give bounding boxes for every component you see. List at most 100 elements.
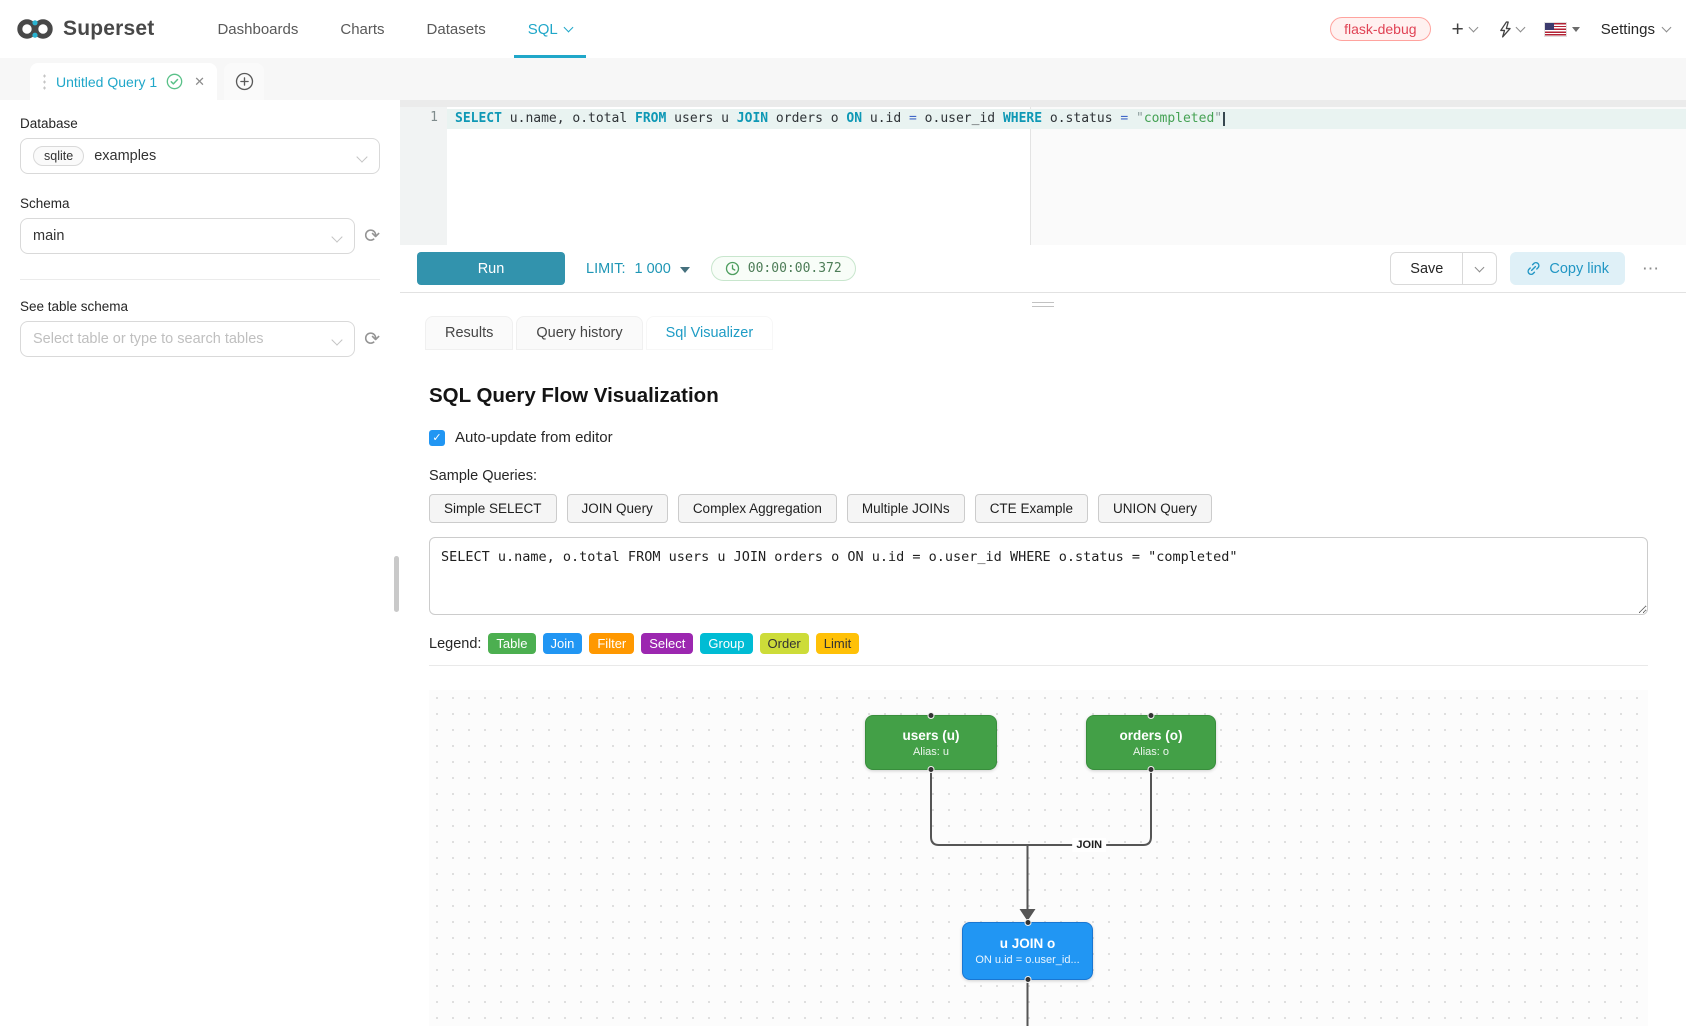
nav-item-datasets[interactable]: Datasets — [427, 0, 486, 58]
sql-token: completed — [1143, 111, 1215, 126]
auto-update-checkbox[interactable]: ✓ — [429, 429, 445, 446]
nav-item-label: SQL — [527, 20, 558, 38]
node-handle-top[interactable] — [1147, 712, 1155, 719]
schema-label: Schema — [20, 196, 70, 211]
sql-editor[interactable]: 1 SELECT u.name, o.total FROM users u JO… — [400, 107, 1686, 245]
sample-query-button[interactable]: Multiple JOINs — [846, 494, 965, 523]
plus-circle-icon — [235, 72, 253, 91]
sample-query-button[interactable]: Complex Aggregation — [677, 494, 837, 523]
sql-token: o.user_id — [916, 111, 1003, 126]
limit-value: 1 000 — [634, 260, 671, 277]
chevron-down-icon — [1468, 22, 1479, 33]
limit-dropdown[interactable]: LIMIT: 1 000 — [586, 261, 690, 277]
settings-menu[interactable]: Settings — [1601, 21, 1672, 38]
new-item-menu[interactable]: + — [1451, 17, 1479, 41]
sample-query-button[interactable]: CTE Example — [974, 494, 1088, 523]
node-handle-bottom[interactable] — [927, 766, 935, 773]
table-select[interactable]: Select table or type to search tables — [20, 321, 356, 357]
sql-token: ON — [846, 111, 863, 126]
superset-logo[interactable]: Superset — [16, 17, 154, 41]
us-flag-icon — [1544, 22, 1566, 36]
chevron-down-icon — [1474, 262, 1485, 272]
refresh-tables-icon[interactable]: ⟳ — [364, 327, 380, 350]
database-select[interactable]: sqlite examples — [20, 138, 380, 174]
sql-line: SELECT u.name, o.total FROM users u JOIN… — [447, 109, 1686, 129]
tab-sql-visualizer[interactable]: Sql Visualizer — [645, 316, 774, 350]
save-button[interactable]: Save — [1390, 252, 1464, 285]
copy-link-button[interactable]: Copy link — [1510, 252, 1625, 285]
save-split-button: Save — [1390, 252, 1498, 285]
editor-code-area[interactable]: SELECT u.name, o.total FROM users u JOIN… — [447, 107, 1686, 245]
plus-icon: + — [1451, 17, 1464, 41]
node-handle-bottom[interactable] — [1147, 766, 1155, 773]
line-number: 1 — [430, 110, 438, 125]
caret-down-icon — [1571, 26, 1580, 32]
database-select-value: examples — [94, 148, 157, 164]
check-circle-icon — [166, 73, 183, 90]
flow-node-subtitle: ON u.id = o.user_id... — [975, 954, 1080, 966]
pane-resize-handle[interactable] — [1032, 299, 1054, 310]
timer-value: 00:00:00.372 — [747, 261, 842, 276]
flow-node-title: users (u) — [902, 727, 960, 743]
run-button[interactable]: Run — [417, 252, 565, 285]
sample-query-button[interactable]: JOIN Query — [566, 494, 668, 523]
nav-item-label: Charts — [340, 20, 385, 38]
editor-resize-bar[interactable] — [400, 100, 1686, 107]
refresh-schemas-icon[interactable]: ⟳ — [364, 224, 380, 247]
sql-token: SELECT — [455, 111, 502, 126]
nav-item-dashboards[interactable]: Dashboards — [217, 0, 298, 58]
flow-node-users[interactable]: users (u)Alias: u — [865, 712, 997, 773]
sql-token: users u — [666, 111, 737, 126]
text-cursor — [1223, 112, 1226, 126]
sample-query-button[interactable]: UNION Query — [1097, 494, 1212, 523]
nav-item-label: Dashboards — [217, 20, 299, 38]
table-schema-label: See table schema — [20, 299, 129, 314]
panel-divider — [429, 665, 1648, 666]
link-icon — [1527, 262, 1540, 275]
save-options-button[interactable] — [1463, 252, 1498, 285]
flow-node-orders[interactable]: orders (o)Alias: o — [1086, 712, 1216, 773]
query-tab-untitled[interactable]: Untitled Query 1 ✕ — [30, 63, 218, 100]
legend-badge-group: Group — [700, 633, 753, 654]
legend-badge-order: Order — [759, 633, 809, 654]
sql-token: " — [1136, 111, 1144, 126]
superset-infinity-icon — [17, 19, 53, 39]
sql-token: o.status — [1042, 111, 1121, 126]
add-query-tab-button[interactable] — [224, 63, 265, 100]
tab-query-history[interactable]: Query history — [516, 316, 643, 350]
chevron-down-icon — [1515, 22, 1526, 33]
close-icon[interactable]: ✕ — [194, 73, 206, 89]
nav-item-sql[interactable]: SQL — [513, 0, 586, 58]
flow-canvas[interactable]: JOIN users (u)Alias: u orders (o)Alias: o… — [429, 690, 1648, 1026]
tab-results[interactable]: Results — [425, 316, 514, 350]
sqllab-sidebar: Database sqlite examples Schema main ⟳ S… — [0, 100, 400, 1034]
database-engine-badge: sqlite — [33, 146, 85, 166]
visualizer-sql-input[interactable]: SELECT u.name, o.total FROM users u JOIN… — [429, 537, 1648, 615]
node-handle-top[interactable] — [1024, 919, 1031, 926]
lightning-icon — [1499, 20, 1511, 38]
node-handle-bottom[interactable] — [1024, 976, 1031, 983]
sql-token: u.id — [862, 111, 910, 126]
schema-select[interactable]: main — [20, 218, 356, 254]
query-search-menu[interactable] — [1498, 20, 1526, 38]
nav-item-label: Datasets — [426, 20, 486, 38]
environment-badge: flask-debug — [1330, 17, 1431, 41]
chevron-down-icon — [1661, 22, 1672, 33]
sample-query-button[interactable]: Simple SELECT — [429, 494, 557, 523]
editor-gutter: 1 — [400, 107, 447, 245]
top-navbar: Superset Dashboards Charts Datasets SQL fla… — [0, 0, 1686, 58]
more-options-button[interactable]: ⋯ — [1642, 258, 1660, 278]
nav-item-charts[interactable]: Charts — [340, 0, 384, 58]
node-handle-top[interactable] — [927, 712, 935, 719]
sql-token: = — [909, 111, 917, 126]
edge-label-join: JOIN — [1072, 838, 1107, 852]
sql-token: FROM — [635, 111, 667, 126]
legend-badge-select: Select — [641, 633, 694, 654]
language-picker[interactable] — [1544, 22, 1580, 36]
query-tab-label: Untitled Query 1 — [56, 73, 158, 90]
pane-scrollbar-thumb[interactable] — [394, 556, 399, 612]
legend-badge-join: Join — [542, 633, 583, 654]
clock-icon — [725, 261, 739, 276]
